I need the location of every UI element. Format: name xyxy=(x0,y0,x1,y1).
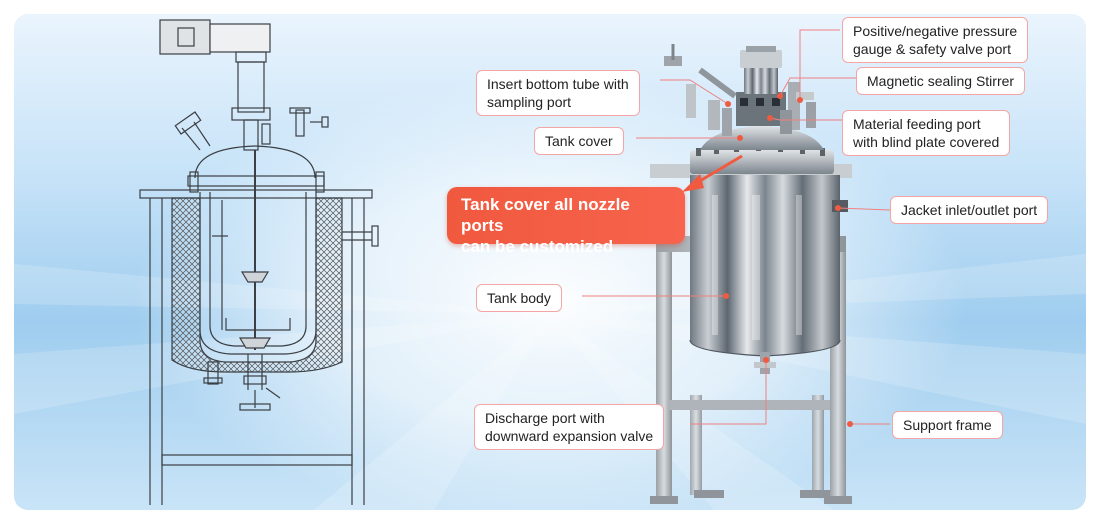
label-magnetic-stirrer-text: Magnetic sealing Stirrer xyxy=(867,73,1015,89)
label-insert-tube-line1: Insert bottom tube with xyxy=(487,76,629,92)
label-tank-body-text: Tank body xyxy=(487,290,551,306)
label-discharge-port-line2: downward expansion valve xyxy=(485,428,654,444)
label-tank-body: Tank body xyxy=(476,284,562,312)
label-jacket-port: Jacket inlet/outlet port xyxy=(890,196,1049,224)
label-jacket-port-text: Jacket inlet/outlet port xyxy=(901,202,1038,218)
label-feeding-port-line1: Material feeding port xyxy=(853,116,981,132)
callout-line1: Tank cover all nozzle ports xyxy=(461,195,630,235)
label-feeding-port-line2: with blind plate covered xyxy=(853,134,1000,150)
label-magnetic-stirrer: Magnetic sealing Stirrer xyxy=(856,67,1026,95)
label-tank-cover-text: Tank cover xyxy=(545,133,613,149)
label-discharge-port: Discharge port with downward expansion v… xyxy=(474,404,665,450)
customization-callout: Tank cover all nozzle ports can be custo… xyxy=(447,187,685,256)
label-gauge-port-line1: Positive/negative pressure xyxy=(853,23,1018,39)
label-insert-tube: Insert bottom tube with sampling port xyxy=(476,70,640,116)
label-gauge-port-line2: gauge & safety valve port xyxy=(853,41,1011,57)
label-gauge-port: Positive/negative pressure gauge & safet… xyxy=(842,17,1029,63)
leader-lines xyxy=(582,29,891,425)
leader-dots xyxy=(723,93,853,427)
label-insert-tube-line2: sampling port xyxy=(487,94,572,110)
label-tank-cover: Tank cover xyxy=(534,127,624,155)
technical-line-drawing xyxy=(139,19,379,505)
callout-line2: can be customized xyxy=(461,237,614,256)
label-feeding-port: Material feeding port with blind plate c… xyxy=(842,110,1011,156)
callout-arrow xyxy=(682,154,743,192)
label-support-frame-text: Support frame xyxy=(903,417,992,433)
label-discharge-port-line1: Discharge port with xyxy=(485,410,605,426)
label-support-frame: Support frame xyxy=(892,411,1003,439)
reactor-photo xyxy=(650,44,852,504)
